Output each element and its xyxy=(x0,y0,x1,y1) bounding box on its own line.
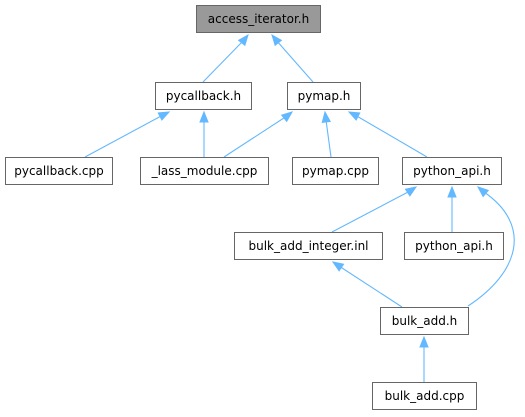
edge-arrowhead xyxy=(476,186,490,198)
node-label: pycallback.h xyxy=(166,89,241,103)
node-label: python_api.h xyxy=(415,239,493,253)
node-label: access_iterator.h xyxy=(208,12,309,26)
node-label: bulk_add.cpp xyxy=(385,389,465,403)
edges-layer xyxy=(84,33,515,382)
edge-lass_module_cpp-to-pymap_h xyxy=(223,111,294,158)
graph-node-pycallback-h[interactable]: pycallback.h xyxy=(155,82,252,110)
edge-arrowhead xyxy=(347,111,361,121)
edge-python_api_h_2-to-python_api_h xyxy=(447,185,457,232)
graph-node-python-api-h-2[interactable]: python_api.h xyxy=(404,232,504,260)
edge-arrowhead xyxy=(404,186,418,197)
graph-node-pymap-h[interactable]: pymap.h xyxy=(287,82,361,110)
node-box[interactable] xyxy=(380,307,469,335)
nodes-layer: access_iterator.h pycallback.h pymap.h pyca… xyxy=(5,5,504,410)
edge-arrowhead xyxy=(447,185,457,198)
node-box[interactable] xyxy=(140,157,269,185)
node-box[interactable] xyxy=(404,232,504,260)
edge-pycallback_h-to-access_iterator xyxy=(202,33,249,83)
edge-lass_module_cpp-to-pycallback_h xyxy=(199,110,209,157)
node-box[interactable] xyxy=(155,82,252,110)
node-box[interactable] xyxy=(402,157,502,185)
edge-arrowhead xyxy=(331,261,345,272)
edge-line xyxy=(325,119,332,158)
edge-line xyxy=(223,115,288,158)
node-box[interactable] xyxy=(234,232,383,260)
edge-python_api_h-to-pymap_h xyxy=(347,111,428,158)
graph-node-lass-module-cpp[interactable]: _lass_module.cpp xyxy=(140,157,269,185)
node-label: pycallback.cpp xyxy=(14,164,104,178)
edge-line xyxy=(84,114,164,158)
graph-node-python-api-h[interactable]: python_api.h xyxy=(402,157,502,185)
edge-pycallback_cpp-to-pycallback_h xyxy=(84,111,171,158)
node-label: python_api.h xyxy=(413,164,491,178)
edge-bulk_add_h-to-bulk_add_integer_inl xyxy=(331,261,403,308)
edge-arrowhead xyxy=(280,111,294,123)
edge-arrowhead xyxy=(157,111,171,121)
node-label: bulk_add.h xyxy=(392,314,458,328)
node-label: pymap.h xyxy=(298,89,351,103)
edge-line xyxy=(202,39,245,83)
node-box[interactable] xyxy=(292,157,379,185)
edge-line xyxy=(467,191,515,307)
graph-node-pymap-cpp[interactable]: pymap.cpp xyxy=(292,157,379,185)
edge-arrowhead xyxy=(237,33,249,47)
node-label: _lass_module.cpp xyxy=(151,164,258,178)
edge-line xyxy=(354,114,428,158)
edge-line xyxy=(338,265,403,308)
graph-node-bulk-add-cpp[interactable]: bulk_add.cpp xyxy=(372,382,477,410)
graph-node-bulk-add-integer-inl[interactable]: bulk_add_integer.inl xyxy=(234,232,383,260)
edge-pymap_cpp-to-pymap_h xyxy=(321,110,332,158)
edge-arrowhead xyxy=(271,33,283,47)
graph-node-pycallback-cpp[interactable]: pycallback.cpp xyxy=(5,157,113,185)
node-box[interactable] xyxy=(287,82,361,110)
node-label: bulk_add_integer.inl xyxy=(248,239,368,253)
node-box[interactable] xyxy=(196,5,321,33)
edge-pymap_h-to-access_iterator xyxy=(271,33,314,83)
edge-line xyxy=(331,190,411,233)
edge-bulk_add_integer_inl-to-python_api_h xyxy=(331,186,418,233)
graph-node-access-iterator[interactable]: access_iterator.h xyxy=(196,5,321,33)
edge-bulk_add_cpp-to-bulk_add_h xyxy=(419,335,429,382)
edge-line xyxy=(275,39,314,83)
node-box[interactable] xyxy=(372,382,477,410)
node-box[interactable] xyxy=(5,157,113,185)
edge-bulk_add_h-to-python_api_h xyxy=(467,186,515,307)
graph-node-bulk-add-h[interactable]: bulk_add.h xyxy=(380,307,469,335)
edge-arrowhead xyxy=(321,110,332,124)
node-label: pymap.cpp xyxy=(302,164,369,178)
edge-arrowhead xyxy=(199,110,209,123)
edge-arrowhead xyxy=(419,335,429,348)
